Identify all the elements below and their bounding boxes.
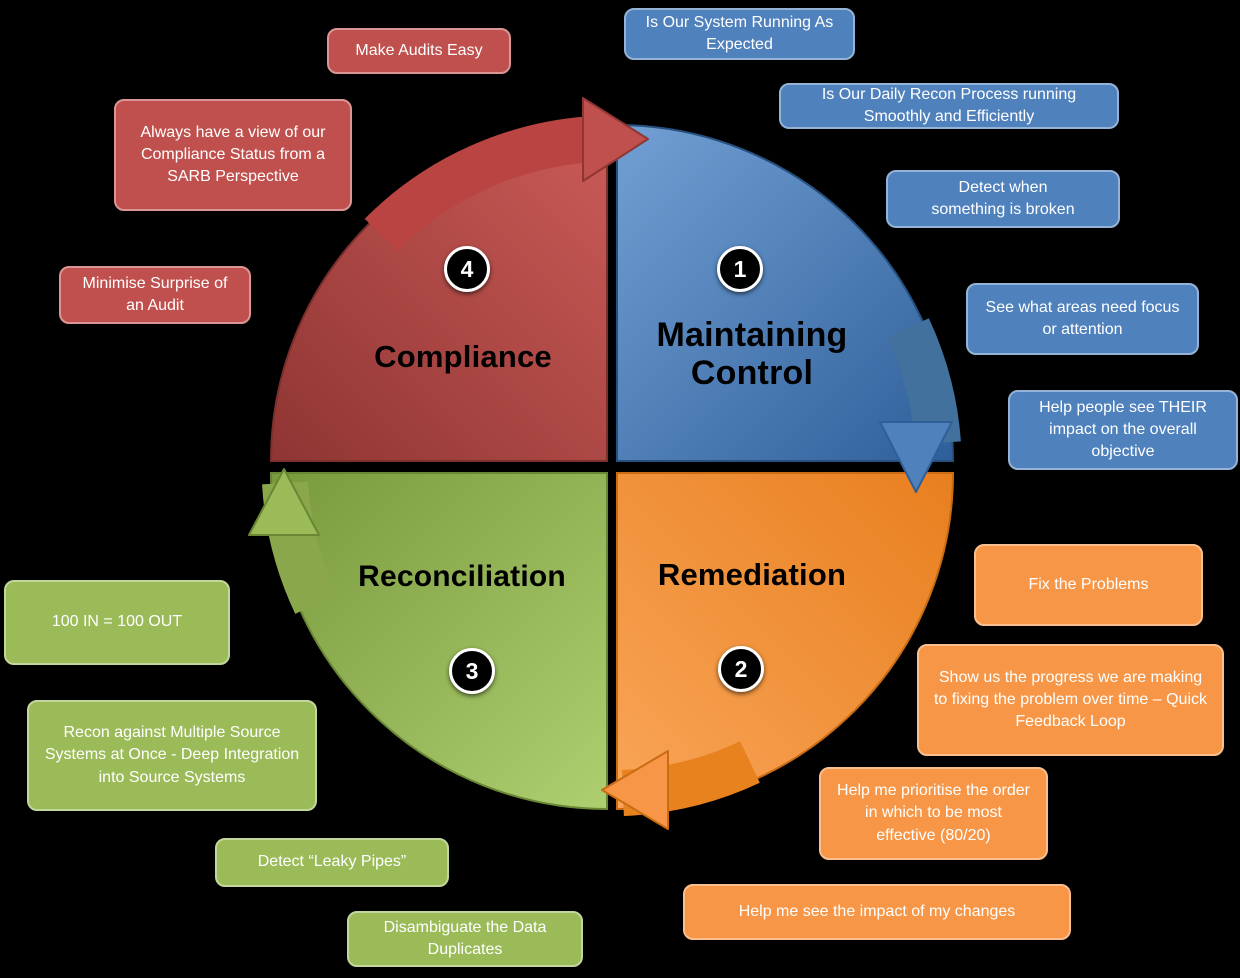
callout-remediation-progress-feedback: Show us the progress we are making to fi… [917,644,1224,756]
callout-recon-100-in-out: 100 IN = 100 OUT [4,580,230,665]
quadrant-number-4: 4 [444,246,490,292]
quadrant-label-compliance: Compliance [374,339,552,374]
callout-text: Fix the Problems [1028,575,1149,593]
callout-text: Always have a view of our Compliance Sta… [140,123,326,186]
callout-control-detect-broken: Detect when something is broken [886,170,1120,228]
callout-text: Disambiguate the Data Duplicates [383,918,547,958]
callout-remediation-impact-changes: Help me see the impact of my changes [683,884,1071,940]
callout-text: Help me prioritise the order in which to… [837,782,1030,844]
arrow-head-compliance-to-control [582,97,649,182]
arrow-head-control-to-remediation [879,421,953,493]
callout-control-daily-recon: Is Our Daily Recon Process running Smoot… [779,83,1119,129]
arrow-head-reconciliation-to-compliance [248,468,320,536]
callout-remediation-fix-problems: Fix the Problems [974,544,1203,626]
quadrant-number-2: 2 [718,646,764,692]
callout-text: Minimise Surprise of an Audit [82,274,228,314]
callout-control-their-impact: Help people see THEIR impact on the over… [1008,390,1238,470]
callout-compliance-minimise-surprise: Minimise Surprise of an Audit [59,266,251,324]
quadrant-number-1-text: 1 [733,255,747,282]
quadrant-label-reconciliation: Reconciliation [358,560,566,593]
quadrant-number-3: 3 [449,648,495,694]
quadrant-number-2-text: 2 [734,655,748,682]
callout-recon-disambiguate: Disambiguate the Data Duplicates [347,911,583,967]
callout-text: Show us the progress we are making to fi… [933,668,1207,731]
callout-text: Detect “Leaky Pipes” [257,853,407,871]
callout-text: Help me see the impact of my changes [738,902,1016,920]
quadrant-number-4-text: 4 [460,255,474,282]
quadrant-label-remediation: Remediation [657,557,847,592]
callout-text: Help people see THEIR impact on the over… [1039,398,1207,461]
quadrant-label-maintaining-control: Maintaining Control [656,316,848,393]
arrow-head-remediation-to-reconciliation [601,750,669,830]
callout-remediation-prioritise: Help me prioritise the order in which to… [819,767,1048,860]
quadrant-number-1: 1 [717,246,763,292]
arrow-band-compliance [364,116,597,252]
callout-text: Is Our System Running As Expected [645,13,834,53]
quadrant-number-3-text: 3 [465,657,479,684]
quadrant-reconciliation-shape [269,472,608,811]
callout-text: Detect when something is broken [931,178,1075,218]
callout-control-system-running: Is Our System Running As Expected [624,8,855,60]
callout-text: Recon against Multiple Source Systems at… [44,724,300,786]
callout-text: Is Our Daily Recon Process running Smoot… [821,85,1077,125]
callout-control-areas-focus: See what areas need focus or attention [966,283,1199,355]
callout-recon-leaky-pipes: Detect “Leaky Pipes” [215,838,449,887]
callout-text: 100 IN = 100 OUT [51,613,183,631]
callout-text: Make Audits Easy [355,41,483,59]
callout-recon-multiple-sources: Recon against Multiple Source Systems at… [27,700,317,811]
callout-text: See what areas need focus or attention [985,298,1180,338]
callout-compliance-sarb-view: Always have a view of our Compliance Sta… [114,99,352,211]
callout-compliance-audits-easy: Make Audits Easy [327,28,511,74]
